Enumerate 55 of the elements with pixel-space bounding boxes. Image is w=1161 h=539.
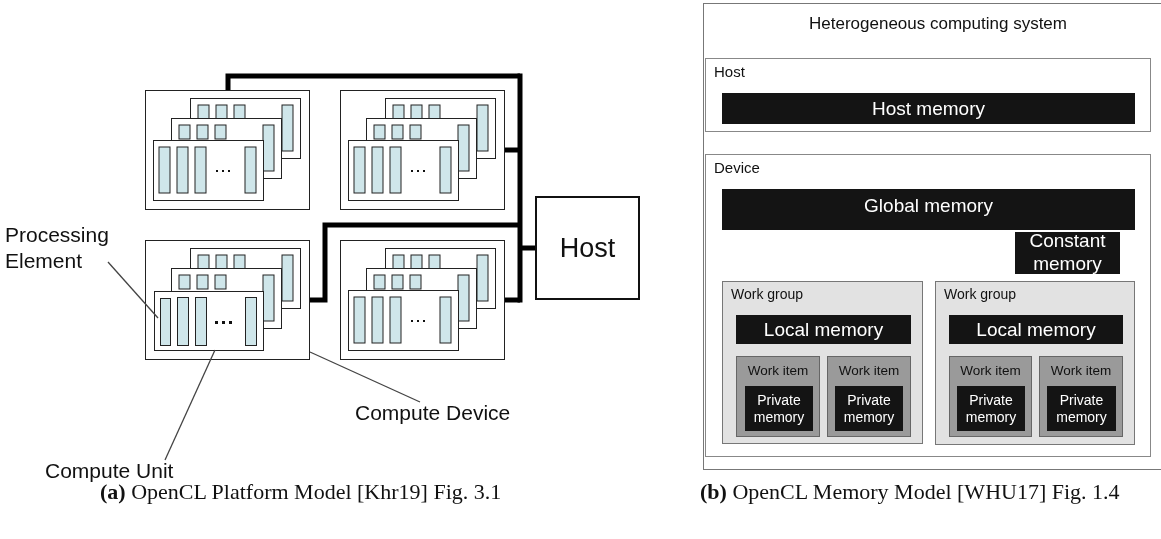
label-text: Global memory — [863, 195, 994, 217]
memory-box — [1047, 386, 1116, 431]
leader-line — [309, 351, 421, 403]
label-text: Local memory — [975, 317, 1097, 342]
memory-box — [745, 386, 813, 431]
label-text: Private memory — [752, 390, 806, 427]
leader-line — [107, 261, 159, 319]
leader-line — [164, 349, 216, 461]
label-text: Work item — [1049, 363, 1113, 378]
bus-line — [310, 222, 520, 303]
memory-box — [1014, 231, 1121, 275]
label-text: Host — [558, 231, 617, 265]
work-group-box — [722, 281, 923, 444]
processing-element-bar — [160, 298, 171, 346]
device-frame — [705, 154, 1151, 457]
label-text: Private memory — [1055, 390, 1108, 427]
bus-line — [225, 73, 520, 90]
bus-line — [517, 71, 538, 305]
label-text: Processing Element — [5, 222, 110, 275]
work-item-box — [827, 356, 911, 437]
compute-device-frame — [145, 90, 310, 210]
host-box — [535, 196, 640, 300]
label-text: Private memory — [964, 390, 1018, 427]
system-frame — [703, 3, 1161, 470]
label-text: Local memory — [762, 317, 885, 342]
memory-bar — [736, 315, 911, 344]
label-text: Work item — [837, 363, 901, 378]
compute-device-frame — [145, 240, 310, 360]
compute-device-frame — [340, 240, 505, 360]
bus-line — [505, 297, 520, 303]
figure-caption: (b) OpenCL Memory Model [WHU17] Fig. 1.4 — [700, 478, 1121, 506]
label-text: Host — [714, 63, 745, 80]
bus-line — [505, 147, 520, 153]
label-text: Constant memory — [1028, 232, 1107, 274]
label-text: Host memory — [871, 96, 986, 121]
host-frame — [705, 58, 1151, 132]
work-item-box — [949, 356, 1032, 437]
compute-unit-frame — [154, 291, 264, 351]
memory-bar — [949, 315, 1123, 344]
work-item-box — [736, 356, 820, 437]
label-text: Compute Device — [355, 400, 512, 426]
label-text: Work group — [944, 286, 1017, 302]
compute-device-frame — [340, 90, 505, 210]
work-group-box — [935, 281, 1135, 445]
label-text: Heterogeneous computing system — [808, 14, 1068, 34]
label-text: Work item — [746, 363, 810, 378]
label-text: Device — [714, 159, 760, 176]
label-text: Work item — [959, 363, 1022, 378]
label-text: Work group — [731, 286, 804, 302]
memory-box — [957, 386, 1025, 431]
memory-bar — [722, 93, 1135, 124]
memory-box — [835, 386, 903, 431]
work-item-box — [1039, 356, 1123, 437]
label-text: Private memory — [842, 390, 896, 427]
memory-bar — [722, 189, 1135, 230]
